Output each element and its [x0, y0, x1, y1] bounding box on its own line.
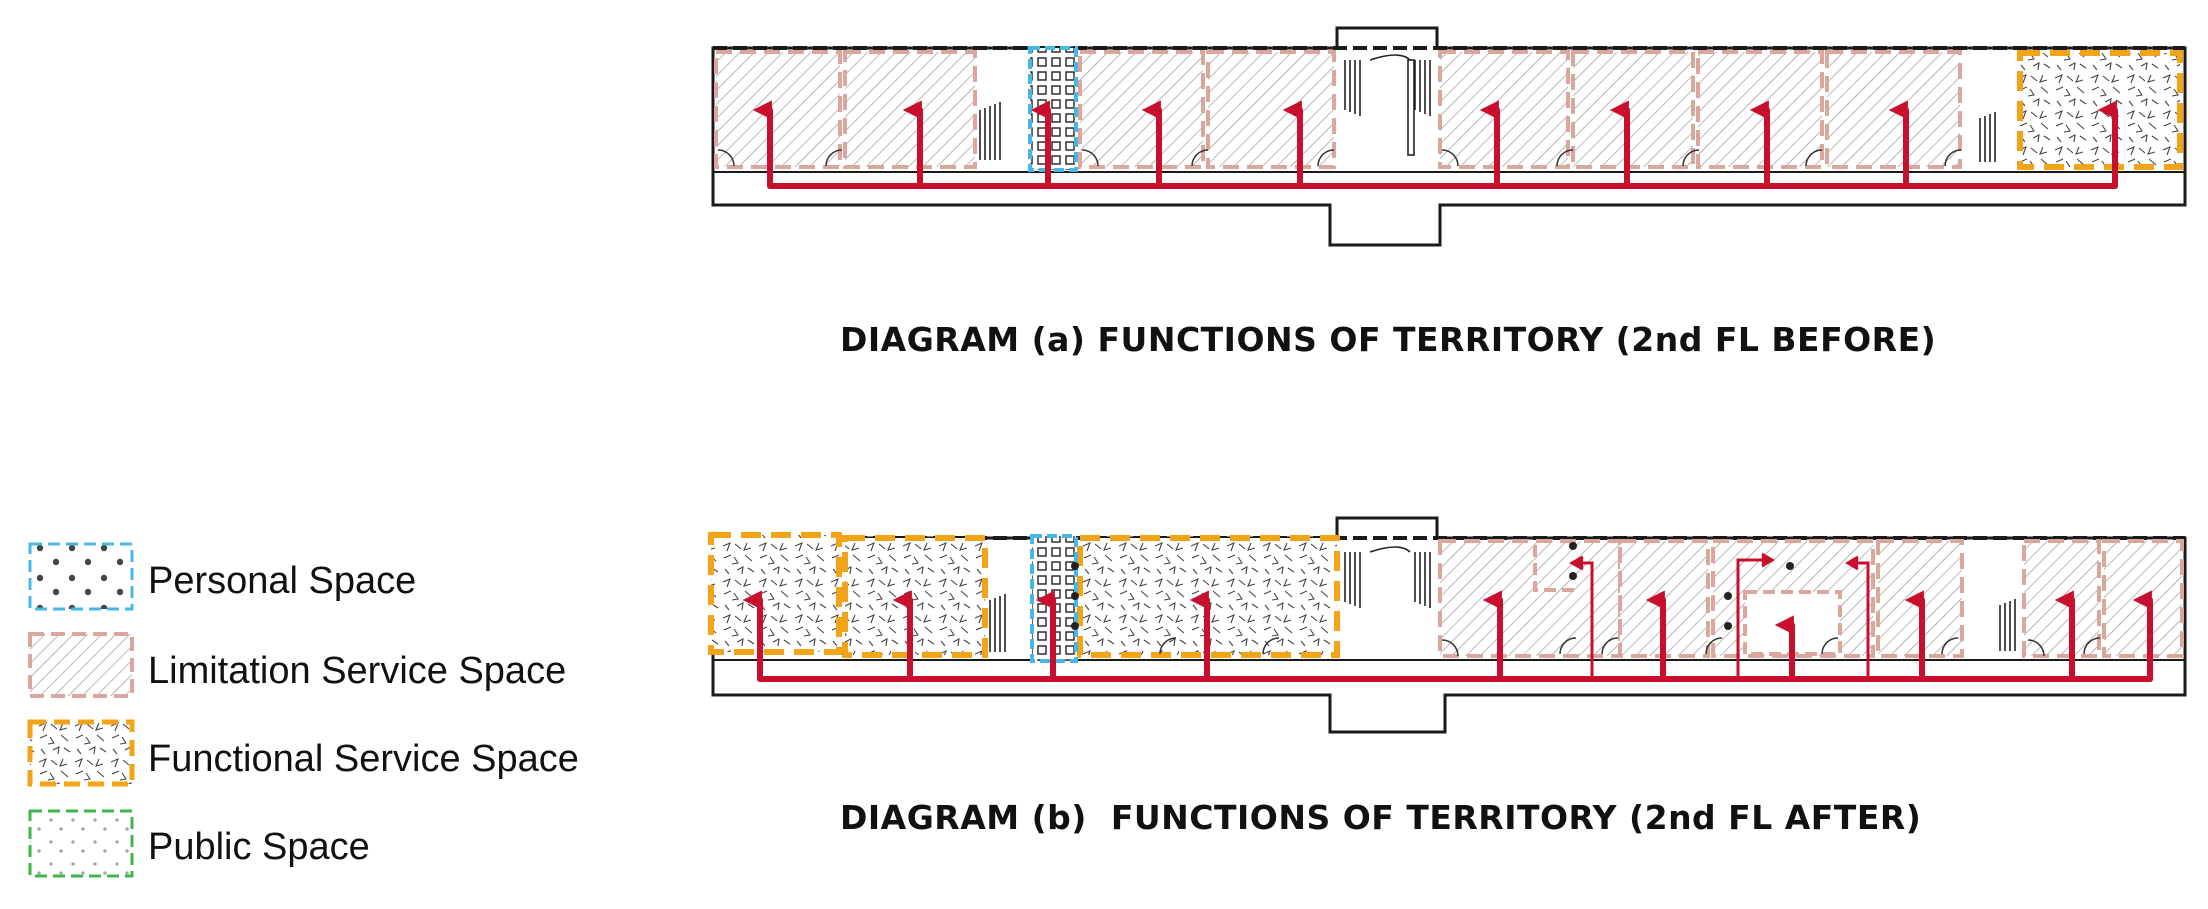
- caption-diagram-a: DIAGRAM (a) FUNCTIONS OF TERRITORY (2nd …: [840, 320, 1937, 359]
- door-swings-b: [1159, 637, 2101, 657]
- room-a-3: [1078, 50, 1205, 169]
- floor-plan-before: [711, 26, 2187, 247]
- floor-plan-after: [708, 516, 2187, 734]
- legend-label-functional: Functional Service Space: [148, 738, 579, 780]
- functional-space-a: [2017, 50, 2183, 170]
- door-swings-a: [717, 149, 1962, 167]
- stairs-b: [989, 546, 2016, 652]
- legend-label-public: Public Space: [148, 826, 370, 868]
- room-a-1: [714, 50, 842, 169]
- legend-swatch-public: [28, 809, 134, 878]
- personal-space-a: [1028, 46, 1078, 172]
- legend-label-limitation: Limitation Service Space: [148, 650, 567, 692]
- room-a-7: [1696, 50, 1824, 169]
- column-dots-b: [1071, 542, 1794, 630]
- limitation-rooms-a: [714, 50, 1962, 169]
- room-a-6: [1571, 50, 1695, 169]
- room-a-5: [1438, 50, 1570, 169]
- room-b-8: [2022, 539, 2101, 658]
- legend-swatch-functional: [27, 719, 135, 787]
- room-b-2: [842, 535, 988, 658]
- stairs-a: [979, 54, 1996, 162]
- room-a-2: [843, 50, 977, 169]
- flow-arrows-a: [752, 100, 2118, 189]
- caption-diagram-b: DIAGRAM (b) FUNCTIONS OF TERRITORY (2nd …: [840, 798, 1922, 837]
- room-a-4: [1206, 50, 1336, 169]
- room-b-1: [708, 532, 842, 655]
- legend-swatch-personal: [28, 542, 134, 611]
- room-b-4: [1438, 539, 1622, 658]
- room-b-9: [2102, 539, 2184, 658]
- legend: [27, 542, 135, 878]
- thin-flow-arrows-b: [1568, 552, 1870, 679]
- flow-arrows-b: [742, 590, 2153, 682]
- legend-swatch-limitation: [28, 632, 134, 698]
- room-a-8: [1825, 50, 1962, 169]
- legend-label-personal: Personal Space: [148, 560, 417, 602]
- partition-b: [1533, 545, 1580, 592]
